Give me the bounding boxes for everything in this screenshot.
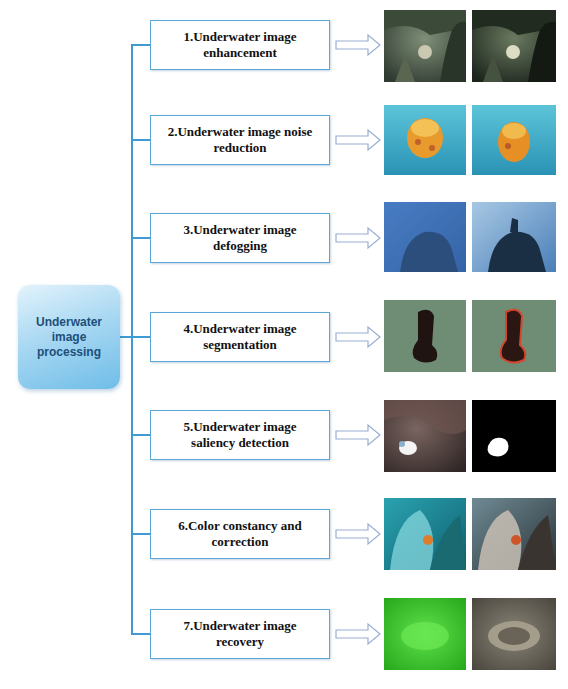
root-box: Underwater image processing bbox=[18, 285, 120, 389]
photo-pair-5 bbox=[384, 400, 556, 472]
process-box: 7.Underwater image recovery bbox=[150, 609, 330, 659]
photo-pair-3 bbox=[384, 202, 556, 272]
process-box: 6.Color constancy and correction bbox=[150, 509, 330, 559]
process-box: 4.Underwater image segmentation bbox=[150, 312, 330, 362]
branch-connector bbox=[120, 337, 150, 435]
process-box: 5.Underwater image saliency detection bbox=[150, 410, 330, 460]
branch-connector bbox=[120, 45, 150, 337]
process-box: 1.Underwater image enhancement bbox=[150, 20, 330, 70]
photo-pair-2 bbox=[384, 105, 556, 175]
branch-connector bbox=[120, 337, 150, 534]
photo-pair-1 bbox=[384, 10, 556, 82]
photo-pair-4 bbox=[384, 300, 556, 372]
photo-pair-6 bbox=[384, 498, 556, 570]
process-label: 1.Underwater image enhancement bbox=[161, 29, 319, 60]
process-box: 3.Underwater image defogging bbox=[150, 213, 330, 263]
branch-connector bbox=[120, 238, 150, 337]
process-label: 3.Underwater image defogging bbox=[161, 222, 319, 253]
branch-connector bbox=[120, 337, 150, 634]
hollow-arrows bbox=[336, 35, 380, 644]
process-label: 5.Underwater image saliency detection bbox=[161, 419, 319, 450]
branch-connector bbox=[120, 140, 150, 337]
process-box: 2.Underwater image noise reduction bbox=[150, 115, 330, 165]
process-label: 6.Color constancy and correction bbox=[161, 518, 319, 549]
process-label: 2.Underwater image noise reduction bbox=[161, 124, 319, 155]
photo-pair-7 bbox=[384, 598, 556, 670]
root-label: Underwater image processing bbox=[26, 315, 112, 360]
process-label: 7.Underwater image recovery bbox=[161, 618, 319, 649]
process-label: 4.Underwater image segmentation bbox=[161, 321, 319, 352]
